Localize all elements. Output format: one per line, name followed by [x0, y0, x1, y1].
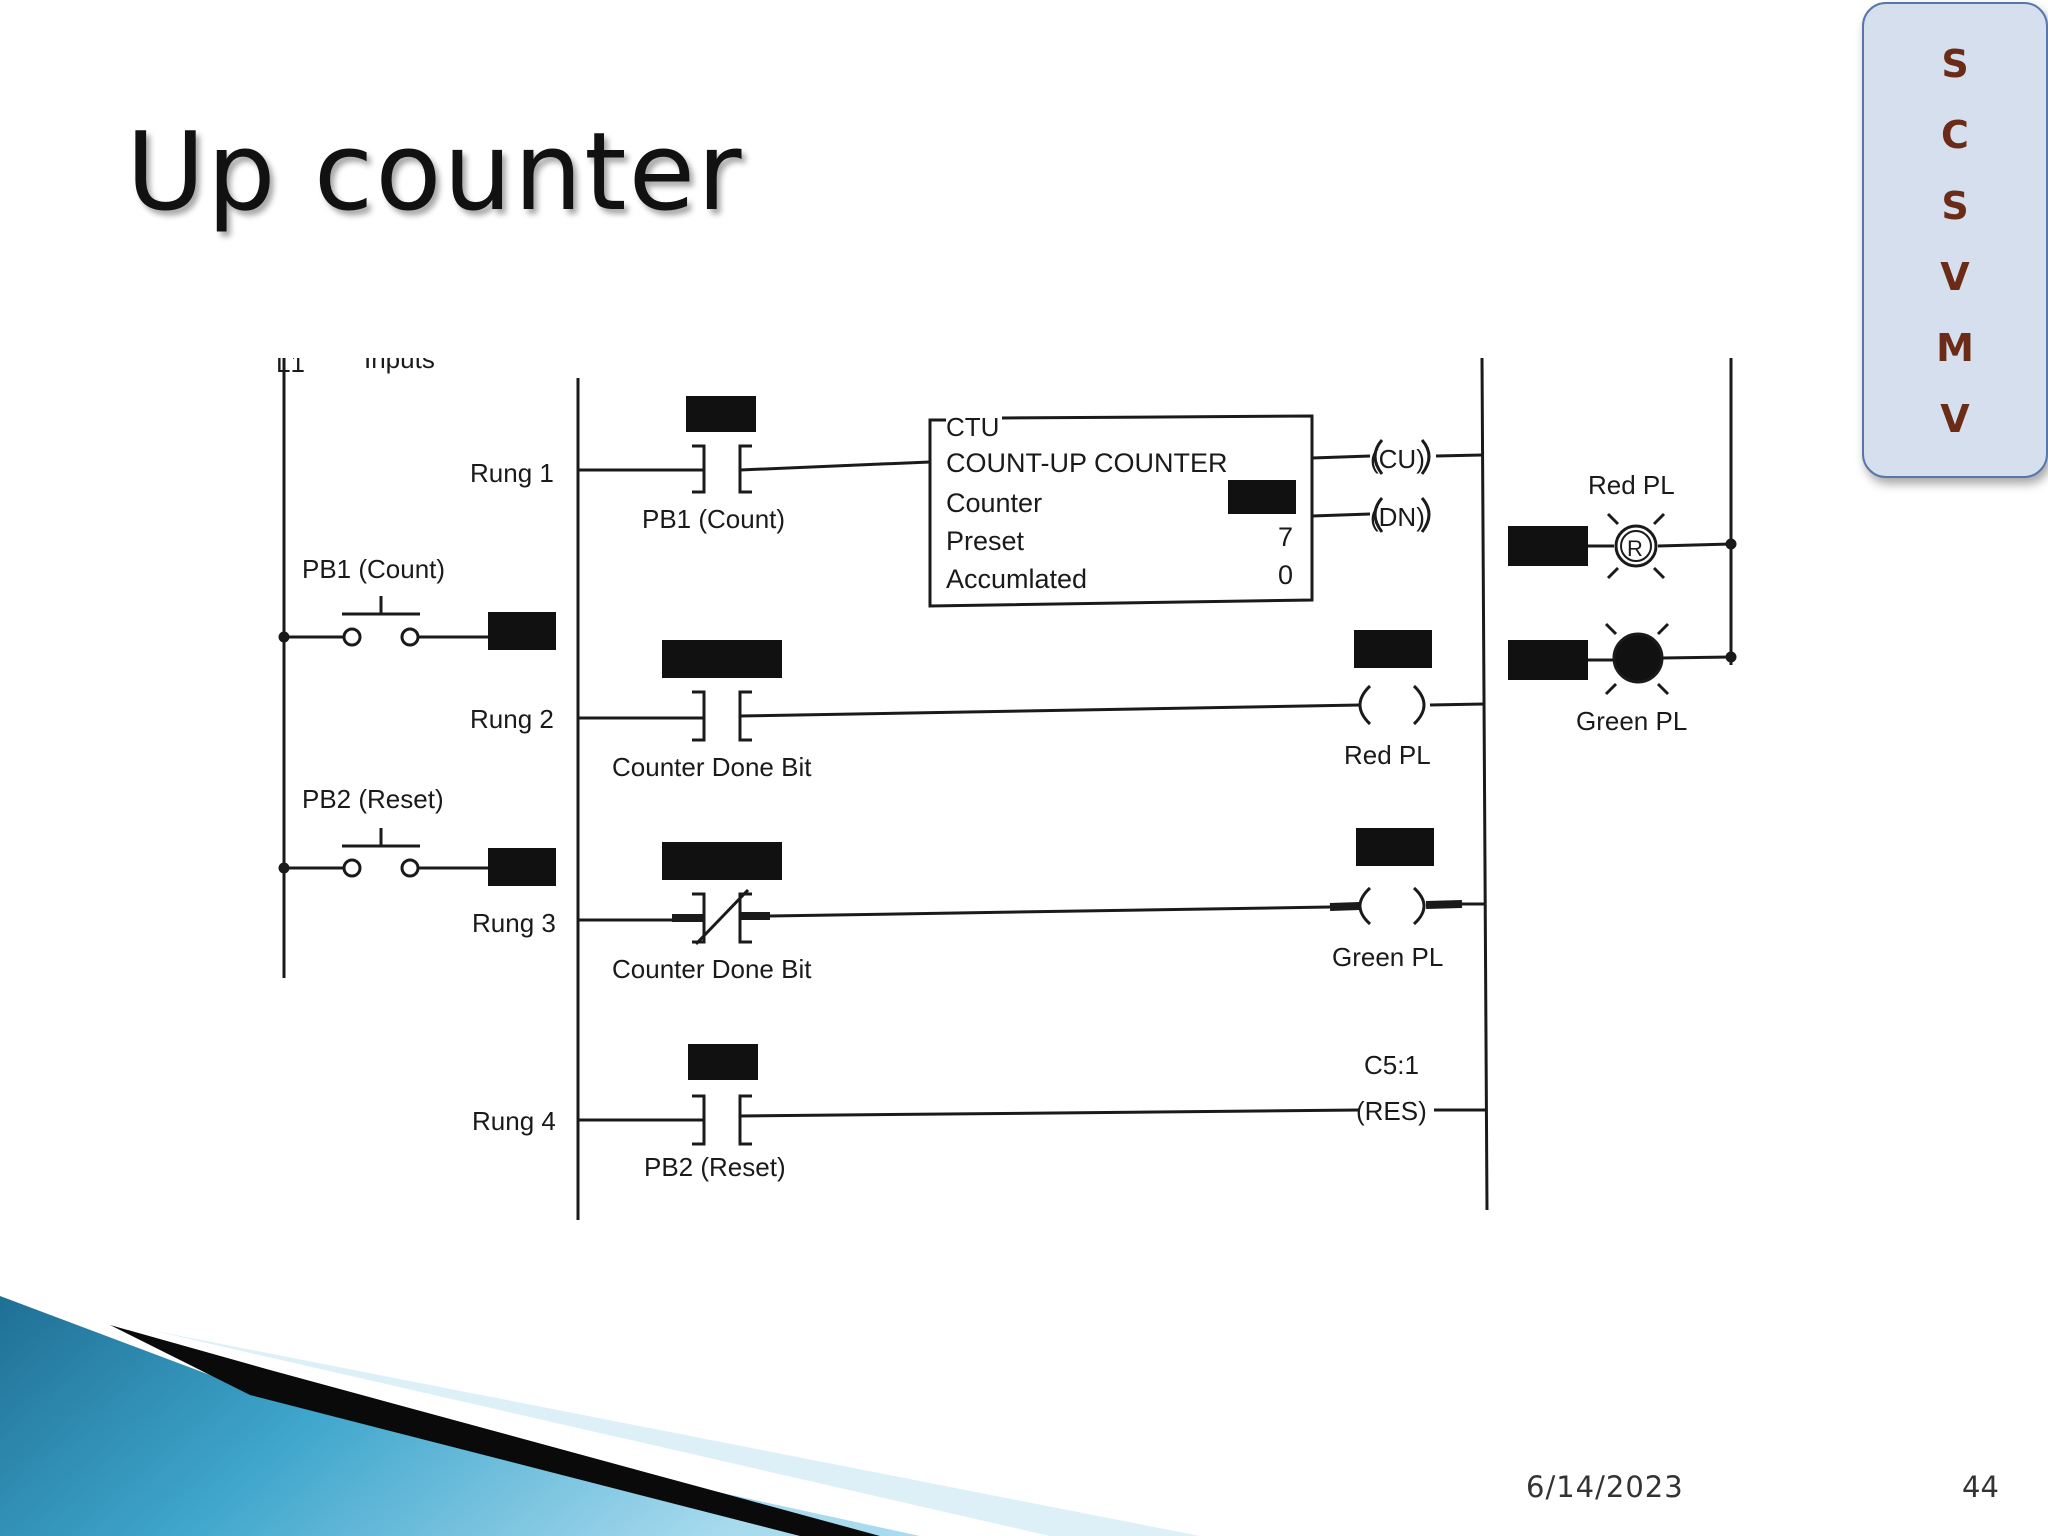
sidebar-letter: V: [1940, 255, 1970, 299]
rung-4-contact: [578, 1044, 1486, 1146]
input-pb1-label: PB1 (Count): [302, 554, 445, 584]
ctu-preset-value: 7: [1278, 522, 1293, 552]
rung-4-contact-label: PB2 (Reset): [644, 1152, 786, 1182]
rung-2-output-label: Red PL: [1344, 740, 1431, 770]
sidebar-letter: M: [1936, 326, 1974, 370]
input-pb2-label: PB2 (Reset): [302, 784, 444, 814]
right-power-rail: [1480, 357, 1489, 1211]
rung-3-contact: [578, 842, 1331, 946]
ctu-tag: CTU: [946, 412, 999, 442]
rung-2-contact: [578, 640, 1361, 742]
red-pilot-lamp-label: Red PL: [1588, 470, 1675, 500]
rung-2-contact-label: Counter Done Bit: [612, 752, 812, 782]
ctu-accum-label: Accumlated: [946, 564, 1087, 594]
ctu-preset-label: Preset: [946, 526, 1025, 556]
ctu-counter-label: Counter: [946, 488, 1042, 518]
rung-4-output-instruction: (RES): [1356, 1096, 1427, 1126]
rung-1-contact-label: PB1 (Count): [642, 504, 785, 534]
sidebar-letter: S: [1941, 42, 1969, 86]
footer-date: 6/14/2023: [1526, 1470, 1684, 1504]
rung-3-output-coil: [1329, 828, 1484, 926]
rung-1-contact: [578, 396, 931, 494]
ctu-name: COUNT-UP COUNTER: [946, 448, 1228, 478]
rung-1-label: Rung 1: [470, 458, 554, 488]
rung-2-output-coil: [1354, 630, 1485, 726]
green-pilot-lamp-label: Green PL: [1576, 706, 1687, 736]
rung-2-label: Rung 2: [470, 704, 554, 734]
sidebar-letter: C: [1941, 113, 1969, 157]
footer-page-number: 44: [1962, 1470, 1999, 1504]
input-pb1: [278, 596, 556, 650]
ctu-accum-value: 0: [1278, 560, 1293, 590]
sidebar-letter: V: [1940, 397, 1970, 441]
sidebar-panel: S C S V M V: [1862, 2, 2048, 478]
ctu-dn-label: (DN): [1370, 502, 1425, 532]
slide-title: Up counter: [126, 110, 744, 235]
rung-3-label: Rung 3: [472, 908, 556, 938]
sidebar-letter: S: [1941, 184, 1969, 228]
rung-4-label: Rung 4: [472, 1106, 556, 1136]
input-pb2: [278, 828, 556, 886]
rung-4-output-address: C5:1: [1364, 1050, 1419, 1080]
rung-3-contact-label: Counter Done Bit: [612, 954, 812, 984]
red-pilot-lamp: [1508, 512, 1737, 580]
red-pilot-lamp-letter: R: [1627, 536, 1643, 561]
ctu-block: [928, 414, 1483, 608]
ctu-cu-label: (CU): [1370, 444, 1425, 474]
green-pilot-lamp: [1508, 622, 1737, 696]
rung-3-output-label: Green PL: [1332, 942, 1443, 972]
